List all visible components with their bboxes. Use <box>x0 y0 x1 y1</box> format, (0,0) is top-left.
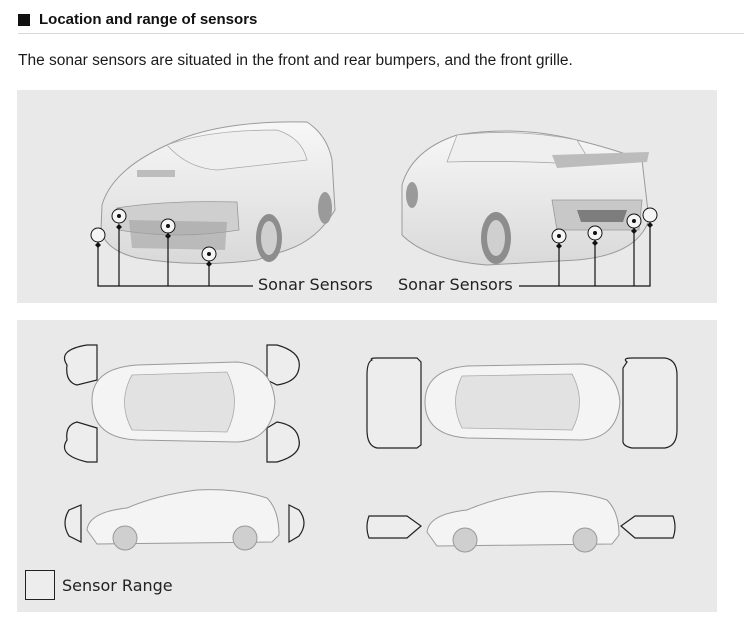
rear-car-illustration <box>402 131 649 265</box>
sensor-location-panel: Sonar Sensors Sonar Sensors <box>17 90 717 303</box>
sensor-range-swatch <box>25 570 55 600</box>
sensor-location-illustration <box>17 90 717 303</box>
sonar-sensors-label-left: Sonar Sensors <box>255 275 376 294</box>
sensor-range-illustration <box>17 320 717 612</box>
sonar-sensors-label-right: Sonar Sensors <box>395 275 516 294</box>
square-bullet-icon <box>18 14 30 26</box>
sensor-range-panel: Sensor Range <box>17 320 717 612</box>
front-car-illustration <box>101 122 335 264</box>
intro-text: The sonar sensors are situated in the fr… <box>18 52 573 70</box>
section-heading: Location and range of sensors <box>18 6 744 34</box>
sensor-range-label: Sensor Range <box>62 576 173 595</box>
top-view-car-front-rear-ranges <box>367 358 677 448</box>
top-view-car-corner-ranges <box>65 345 300 462</box>
side-view-car-front-rear-ranges <box>367 492 675 552</box>
section-title: Location and range of sensors <box>39 11 257 28</box>
sensor-range-legend: Sensor Range <box>25 570 173 600</box>
side-view-car-corner-ranges <box>65 490 304 550</box>
